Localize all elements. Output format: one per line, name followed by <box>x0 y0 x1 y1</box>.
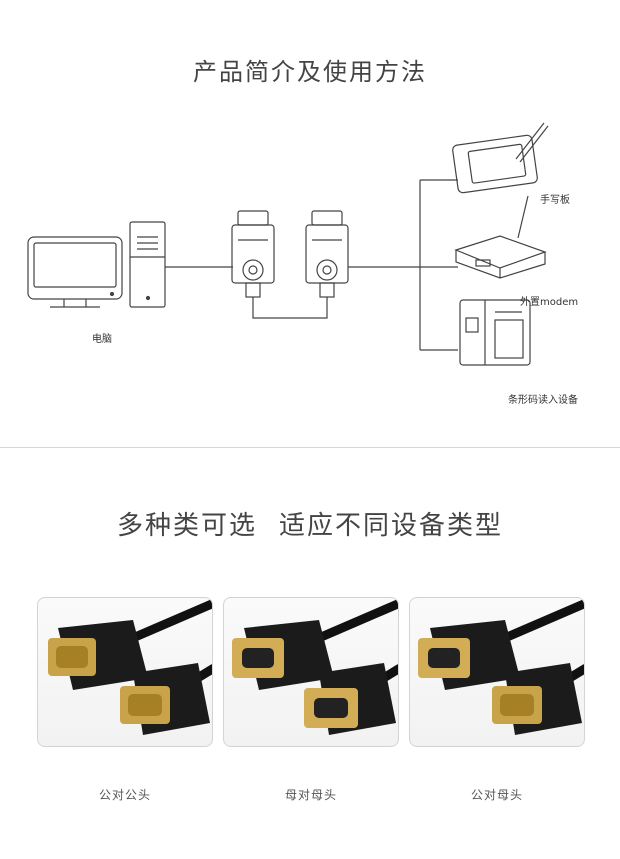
drawing-tablet-icon <box>452 122 549 194</box>
modem-icon <box>454 195 547 279</box>
barcode-device-icon <box>459 299 531 366</box>
monitor-icon <box>27 236 123 308</box>
modem-label: 外置modem <box>520 297 579 308</box>
section-divider <box>0 447 620 448</box>
male-male-cable-image <box>48 598 212 735</box>
tablet-label: 手写板 <box>540 195 570 206</box>
barcode-reader-label: 条形码读入设备 <box>508 395 578 406</box>
usage-diagram: 电脑 手写板 外置modem 条形码读入设备 <box>27 122 579 406</box>
female-female-cable-image <box>232 598 398 735</box>
computer-label: 电脑 <box>92 334 112 345</box>
db9-connector-right-icon <box>305 210 349 298</box>
caption-female-female: 母对母头 <box>284 788 337 802</box>
serial-cable-line <box>252 297 328 319</box>
caption-male-female: 公对母头 <box>470 788 523 802</box>
title-part-compat: 适应不同设备类型 <box>279 511 504 541</box>
section-title-usage: 产品简介及使用方法 <box>193 58 427 86</box>
db9-connector-left-icon <box>231 210 275 298</box>
connection-diagram <box>27 122 549 366</box>
product-card-male-female[interactable] <box>409 597 585 747</box>
male-female-cable-image <box>418 598 584 735</box>
caption-male-male: 公对公头 <box>98 788 151 802</box>
section-title-variants: 多种类可选适应不同设备类型 <box>0 505 620 542</box>
pc-tower-icon <box>129 221 166 308</box>
title-part-variety: 多种类可选 <box>116 511 257 541</box>
product-card-male-male[interactable] <box>37 597 213 747</box>
product-card-female-female[interactable] <box>223 597 399 747</box>
